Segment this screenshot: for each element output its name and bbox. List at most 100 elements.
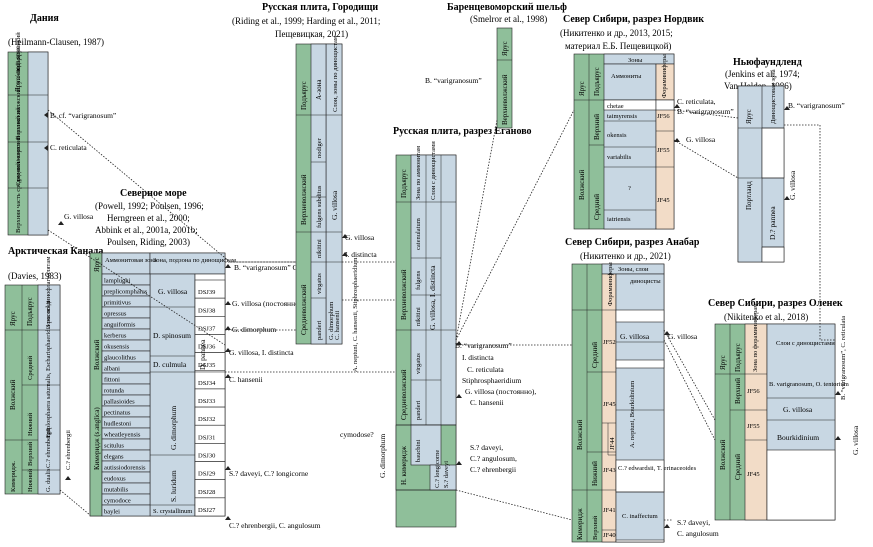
nordvik-col-stage: Ярус	[578, 81, 586, 96]
anabar-stage-volga: Волжский	[576, 419, 584, 450]
northsea-label-daveyi: S.? daveyi, C.? longicorne	[229, 469, 309, 478]
egan-stage-upper: Верхневолжский	[400, 269, 408, 320]
newfoundland-header-stage: Ярус	[745, 109, 753, 124]
nordvik-stage-volga: Волжский	[578, 169, 586, 200]
olenek-foram-45: JF45	[747, 471, 760, 478]
northsea-dsj-label: DSJ38	[198, 307, 215, 314]
arctic-header-zone: Зона по динофлагеллятам	[45, 257, 52, 328]
arrow-icon	[342, 234, 348, 238]
northsea-ammonite-label: glaucolithus	[104, 355, 136, 362]
anabar-zone-villosa: G. villosa	[620, 332, 650, 341]
northsea-ammonite-label: lamplughi	[104, 278, 131, 285]
northsea-zone-luridum: S. luridum	[169, 470, 178, 502]
arrow-icon	[44, 112, 48, 118]
northsea-ammonite-label: pectinatus	[104, 410, 131, 417]
nordvik-header-ammonites: Аммониты	[611, 73, 642, 80]
egan-stage-kim: Н. кимеридж	[400, 446, 408, 485]
nordvik-col-substage: Подъярус	[593, 67, 601, 96]
anabar-substage-upper: Верхний	[592, 515, 599, 540]
gorodishche-stage-middle: Средневолжский	[300, 284, 308, 335]
egan-label-stiphro: Stiphrosphaeridium	[462, 376, 521, 385]
gorodishche-title: Русская плита, Городищи	[262, 2, 378, 13]
gorodishche-source-2: Пещевицкая, 2021)	[275, 29, 348, 39]
correlation-lines	[47, 109, 835, 521]
arctic-kim: Кимеридж.	[10, 461, 17, 492]
northsea-source-1: (Powell, 1992; Poulsen, 1996;	[95, 201, 204, 211]
northsea-dsj-cell	[194, 497, 226, 517]
gorodishche-label-neptuni: A. neptuni, C. hansenii, Stiphrosphaerid…	[352, 258, 359, 372]
northsea-zone-spinosum: D. spinosum	[153, 331, 191, 340]
panel-olenek: Север Сибири, разрез Оленек (Nikitenko e…	[708, 298, 860, 521]
arrow-icon	[835, 391, 841, 395]
nordvik-label-villosa: G. villosa	[686, 135, 716, 144]
northsea-label-villosa-const: G. villosa (постоянно)	[232, 299, 302, 308]
gorodishche-amm-fulgens: fulgens subditus	[316, 185, 323, 228]
arrow-icon	[225, 264, 231, 268]
egan-amm-panderi: panderi	[415, 400, 422, 420]
gorodishche-label-dimorphum: G. dimorphum	[378, 434, 387, 478]
anabar-header-dino: диноцисты	[630, 278, 661, 285]
olenek-zone-bourkidinium: Bourkidinium	[777, 433, 819, 442]
egan-stage-middle: Средневолжский	[400, 369, 408, 420]
northsea-source-4: Poulsen, Riding, 2003)	[107, 237, 190, 247]
anabar-foram-43: JF43	[603, 467, 616, 474]
arctic-zone-3: G. dualis	[45, 468, 52, 492]
newfoundland-title: Ньюфаундленд	[733, 57, 802, 68]
anabar-zone-edwardsii: C.? edwardsii, T. erinaceoides	[618, 465, 697, 472]
egan-header-substage: Подъярус	[400, 169, 408, 198]
northsea-ammonite-label: scitulus	[104, 443, 124, 450]
gorodishche-header-substage: Подъярус	[300, 81, 308, 110]
panel-egan: Русская плита, разрез Еганово Подъярус З…	[340, 126, 536, 528]
olenek-zone-villosa: G. villosa	[783, 405, 813, 414]
northsea-stage-kim: Кимеридж (s.anglica)	[93, 407, 101, 470]
nordvik-label-reticulata: C. reticulata,	[677, 97, 716, 106]
nordvik-header-forams: Фораминиферы	[661, 54, 668, 98]
anabar-foram-41: JF41	[603, 507, 616, 514]
panel-nordvik: Север Сибири, разрез Нордвик (Никитенко …	[560, 14, 734, 230]
northsea-ammonite-label: primitivus	[104, 300, 131, 307]
gorodishche-source-1: (Riding et al., 1999; Harding et al., 20…	[232, 16, 380, 26]
egan-title: Русская плита, разрез Еганово	[393, 126, 532, 137]
arrow-icon	[44, 145, 48, 151]
nordvik-foram-45: JF45	[657, 197, 670, 204]
northsea-label-varigranosum: B. “varigranosum” C. reticulata	[234, 263, 330, 272]
gorodishche-amm-nodiger: nodiger	[316, 137, 323, 158]
nordvik-amm-okensis: okensis	[607, 132, 627, 139]
gorodishche-zone-villosa: G. villosa	[330, 190, 339, 220]
nordvik-amm-chetae: chetae	[607, 103, 624, 110]
egan-amm-baucbini: baucbini	[415, 439, 422, 462]
arrow-icon	[674, 138, 680, 142]
northsea-dsj-label: DSJ39	[198, 289, 215, 296]
northsea-ammonite-label: wheatleyensis	[104, 432, 141, 439]
olenek-stage: Волжский	[719, 439, 727, 470]
anabar-foram-52: JF52	[603, 339, 616, 346]
egan-amm-nikitini: nikitini	[415, 307, 422, 326]
nordvik-label-varigranosum: B. “varigranosum”	[677, 107, 734, 116]
denmark-label-reticulata: C. reticulata	[50, 143, 87, 152]
arctic-substage-4: Нижний	[27, 468, 34, 492]
northsea-source-2: Herngreen et al., 2000;	[107, 213, 190, 223]
northsea-stage-volga: Волжский	[93, 339, 101, 370]
northsea-ammonite-label: autissiodorensis	[104, 465, 146, 472]
northsea-ammonite-label: baylei	[104, 509, 120, 516]
anabar-header-forams: Фораминиферы	[607, 262, 614, 306]
arctic-header-substage: Подъярус	[26, 297, 34, 326]
northsea-ammonite-label: albani	[104, 366, 120, 373]
olenek-header-foram: Зона по фораминиферам	[752, 304, 759, 372]
anabar-foram-40: JF40	[603, 532, 616, 539]
northsea-dsj-list: DSJ39DSJ38DSJ37DSJ36DSJ35DSJ34DSJ33DSJ32…	[194, 279, 226, 517]
barents-header-stage: Ярус	[501, 41, 509, 56]
arrow-icon	[58, 221, 64, 225]
northsea-label-hansenii: C. hansenii	[229, 375, 263, 384]
arctic-title: Арктическая Канада	[8, 246, 103, 257]
anabar-substage-lower: Нижний	[591, 461, 599, 486]
anabar-zone-inaffectum: C. inaffectum	[622, 513, 658, 520]
olenek-label-villosa: G. villosa	[851, 425, 860, 455]
northsea-label-villosa-distincta: G. villosa, I. distincta	[229, 348, 294, 357]
nordvik-foram-56: JF56	[657, 113, 670, 120]
northsea-dsj-label: DSJ29	[198, 471, 215, 478]
arrow-markers	[44, 104, 841, 528]
northsea-ammonite-list: lamplughipreplicomphalusprimitivusopress…	[101, 273, 151, 517]
newfoundland-source-1: (Jenkins et al., 1974;	[725, 69, 800, 79]
gorodishche-header-zones: Слои, зоны по динощистам	[332, 36, 339, 112]
